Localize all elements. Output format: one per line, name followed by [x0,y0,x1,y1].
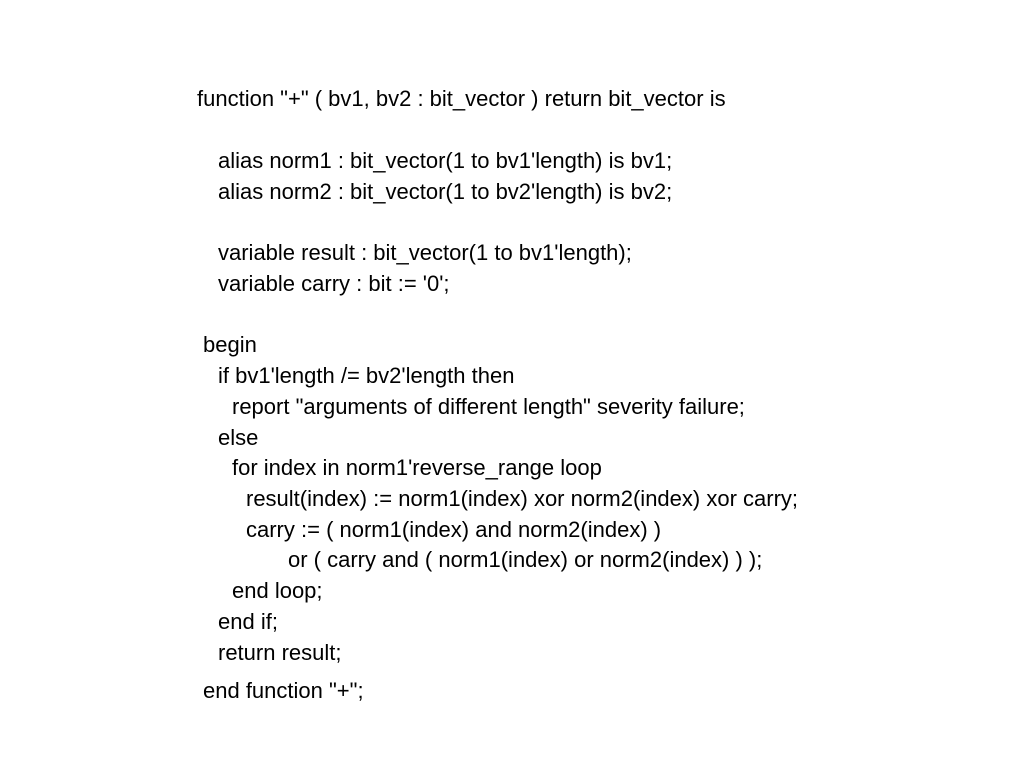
code-line-function-header: function "+" ( bv1, bv2 : bit_vector ) r… [197,86,726,111]
code-line-return: return result; [218,640,342,665]
code-line-end-loop: end loop; [232,578,323,603]
code-line-else: else [218,425,259,450]
code-line-report: report "arguments of different length" s… [232,394,745,419]
code-line-begin: begin [203,332,257,357]
code-line-carry-assign: carry := ( norm1(index) and norm2(index)… [246,517,662,542]
code-line-if: if bv1'length /= bv2'length then [218,363,515,388]
code-line-carry-continued: or ( carry and ( norm1(index) or norm2(i… [288,547,763,572]
code-line-alias-norm1: alias norm1 : bit_vector(1 to bv1'length… [218,148,673,173]
code-line-end-if: end if; [218,609,278,634]
code-line-for-loop: for index in norm1'reverse_range loop [232,455,602,480]
code-line-end-function: end function "+"; [203,678,364,703]
code-line-result-assign: result(index) := norm1(index) xor norm2(… [246,486,799,511]
code-line-variable-result: variable result : bit_vector(1 to bv1'le… [218,240,632,265]
code-line-variable-carry: variable carry : bit := '0'; [218,271,450,296]
code-line-alias-norm2: alias norm2 : bit_vector(1 to bv2'length… [218,179,673,204]
